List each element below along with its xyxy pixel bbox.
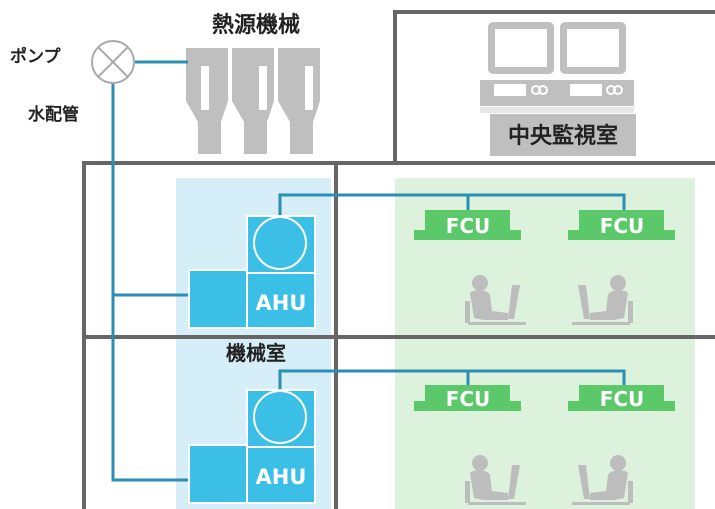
- fcu-label-lower-right: FCU: [600, 387, 645, 411]
- heat-source-label: 熱源機械: [212, 12, 300, 38]
- ahu-label-upper: AHU: [256, 291, 307, 315]
- water-pipe-label: 水配管: [28, 104, 79, 125]
- ahu-unit-lower: [188, 389, 316, 504]
- pump-icon: [91, 40, 135, 84]
- ahu-label-lower: AHU: [256, 465, 307, 489]
- pump-label: ポンプ: [10, 46, 61, 67]
- chiller-icon: [186, 48, 320, 154]
- fcu-label-lower-left: FCU: [446, 387, 491, 411]
- fcu-unit-upper-left: [414, 210, 521, 240]
- fcu-unit-lower-left: [414, 385, 521, 411]
- fcu-label-upper-right: FCU: [600, 214, 645, 238]
- machine-room-label: 機械室: [226, 341, 286, 365]
- fcu-unit-upper-right: [568, 210, 675, 240]
- ahu-unit-upper: [188, 215, 316, 329]
- person-at-desk-icon: [465, 275, 526, 325]
- person-at-desk-icon: [465, 455, 526, 505]
- person-at-desk-icon: [572, 455, 633, 505]
- fcu-unit-lower-right: [568, 385, 675, 411]
- building-walls: [82, 10, 715, 509]
- central-control-room-label: 中央監視室: [508, 123, 618, 149]
- fcu-label-upper-left: FCU: [446, 214, 491, 238]
- water-piping: [111, 60, 626, 482]
- person-at-desk-icon: [572, 275, 633, 325]
- control-console-icon: [480, 22, 636, 156]
